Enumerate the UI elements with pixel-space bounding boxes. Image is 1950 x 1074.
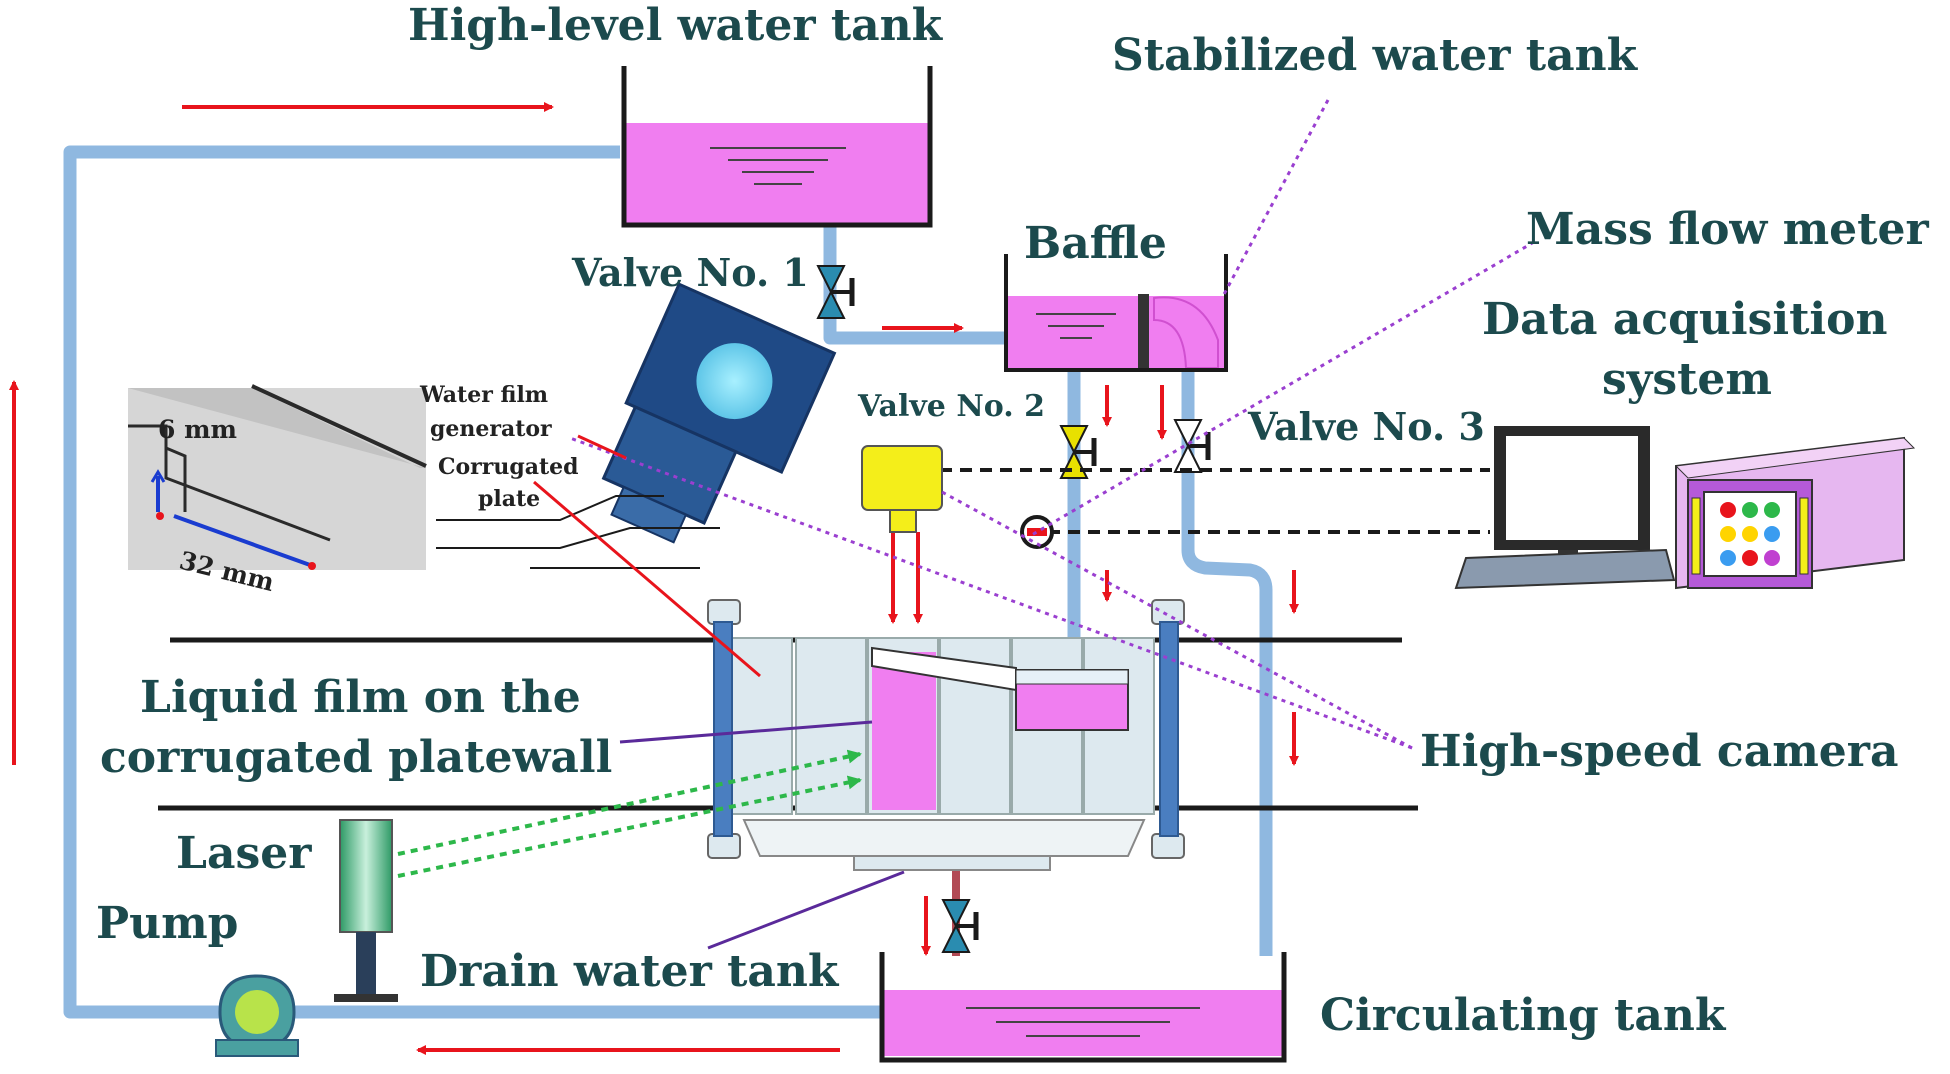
label-data-acquisition: Data acquisition	[1482, 294, 1887, 345]
test-section	[158, 599, 1418, 871]
label-corrugated-plate-2: plate	[478, 486, 540, 512]
label-stabilized-tank: Stabilized water tank	[1112, 30, 1639, 81]
pump	[215, 974, 299, 1057]
liquid-film-strip	[872, 652, 936, 810]
tank1-outlet-pipe	[823, 222, 1012, 345]
label-circulating-tank: Circulating tank	[1320, 990, 1727, 1041]
bypass-pipe	[1181, 368, 1273, 956]
corrugated-plate-sketch	[436, 495, 720, 569]
label-corrugated-plate: Corrugated	[438, 454, 579, 480]
mass-flow-meter	[1020, 515, 1054, 549]
label-data-acquisition-system: system	[1602, 354, 1772, 405]
label-valve-3: Valve No. 3	[1247, 404, 1485, 449]
high-level-water-tank	[621, 66, 933, 228]
valve-1[interactable]	[816, 265, 855, 319]
label-baffle: Baffle	[1024, 218, 1167, 269]
computer-monitor-icon	[1454, 426, 1676, 590]
laser	[334, 819, 398, 1002]
label-water-film-generator-2: generator	[430, 416, 552, 442]
valve-drain[interactable]	[941, 899, 979, 953]
label-liquid-film: Liquid film on the	[140, 672, 581, 723]
label-mass-flow-meter: Mass flow meter	[1526, 204, 1929, 255]
label-drain-water-tank: Drain water tank	[420, 946, 840, 997]
label-water-film-generator: Water film	[419, 382, 548, 408]
callout-lines	[533, 99, 1535, 950]
laser-beams	[397, 749, 862, 878]
pipe-network	[63, 145, 1273, 1019]
valve-3[interactable]	[1173, 419, 1211, 473]
camera-lens-icon	[696, 343, 773, 420]
label-laser: Laser	[176, 828, 312, 879]
circulating-tank	[879, 952, 1287, 1063]
label-pump: Pump	[96, 898, 238, 949]
inset-plate-closeup: 6 mm 32 mm	[128, 384, 427, 597]
baffle-plate	[1138, 294, 1149, 372]
label-valve-2: Valve No. 2	[857, 389, 1045, 424]
signal-lines	[940, 468, 1490, 534]
flow-arrows	[9, 102, 1299, 1055]
stabilized-water-tank	[1004, 254, 1228, 372]
label-valve-1: Valve No. 1	[571, 250, 809, 295]
data-acquisition-box	[1674, 436, 1916, 590]
high-speed-camera	[861, 445, 943, 533]
return-pipe	[63, 145, 880, 1019]
inset-dim-6mm: 6 mm	[158, 415, 237, 444]
label-liquid-film-2: corrugated platewall	[100, 732, 612, 783]
label-high-level-tank: High-level water tank	[408, 0, 944, 51]
label-high-speed-camera: High-speed camera	[1420, 726, 1898, 777]
